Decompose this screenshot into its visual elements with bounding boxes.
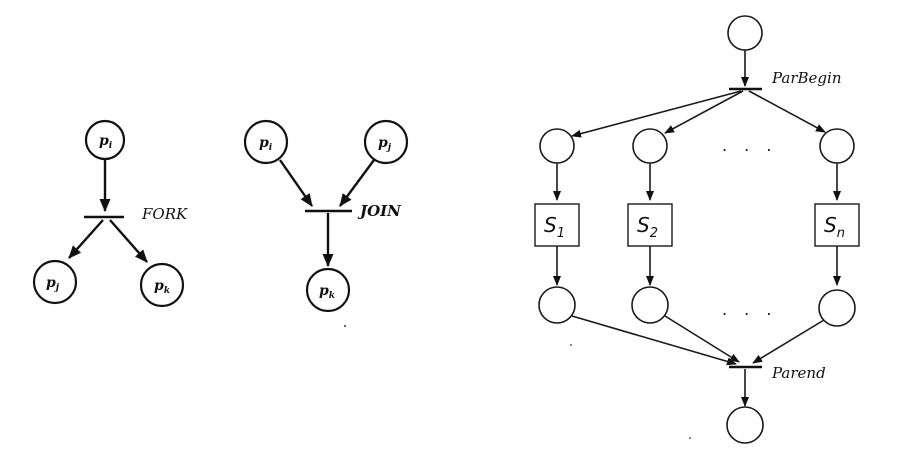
par-place-1b bbox=[538, 286, 576, 324]
parbegin-arc-2 bbox=[664, 90, 744, 134]
parend-arc-n bbox=[752, 319, 825, 364]
fork-diagram: pi pj pk FORK bbox=[32, 119, 188, 308]
statement-sub-n: n bbox=[837, 226, 845, 241]
par-bottom-place bbox=[726, 406, 764, 444]
join-left-base: p bbox=[259, 135, 269, 151]
fork-output-arc-left bbox=[68, 219, 104, 259]
join-target-label: pk bbox=[319, 283, 335, 301]
fork-left-place bbox=[32, 259, 78, 305]
parbegin-arc-1 bbox=[571, 90, 742, 138]
par-place-2b bbox=[631, 286, 669, 324]
parend-label: Parend bbox=[771, 364, 826, 382]
fork-output-arc-right bbox=[109, 219, 148, 263]
join-target-base: p bbox=[319, 283, 329, 299]
fork-right-place bbox=[139, 262, 185, 308]
parbegin-parend-diagram: ParBegin S1 S2 Sn . . . . . . bbox=[534, 15, 860, 444]
par-place-1a bbox=[539, 128, 575, 164]
parbegin-label: ParBegin bbox=[771, 69, 842, 87]
join-input-arc-left bbox=[279, 159, 313, 207]
join-left-sub: i bbox=[269, 143, 273, 153]
speck bbox=[570, 344, 572, 346]
fork-label: FORK bbox=[141, 205, 188, 223]
speck bbox=[344, 325, 346, 327]
fork-source-base: p bbox=[99, 133, 109, 149]
join-right-base: p bbox=[378, 135, 388, 151]
parend-arc-2 bbox=[664, 315, 740, 363]
join-label: JOIN bbox=[357, 202, 402, 220]
fork-source-sub: i bbox=[109, 141, 113, 151]
statement-box-n bbox=[814, 203, 860, 247]
join-target-sub: k bbox=[329, 291, 335, 301]
par-top-place bbox=[727, 15, 763, 51]
statement-box-2 bbox=[627, 203, 673, 247]
fork-left-base: p bbox=[46, 275, 56, 291]
parbegin-arc-n bbox=[748, 90, 826, 133]
join-left-label: pi bbox=[259, 135, 273, 153]
statement-label-1: S1 bbox=[544, 213, 565, 241]
join-left-place bbox=[243, 119, 289, 165]
join-target-place bbox=[305, 267, 351, 313]
par-place-nb bbox=[818, 289, 856, 327]
statement-base-n: S bbox=[824, 213, 837, 237]
fork-right-label: pk bbox=[154, 278, 170, 296]
par-place-na bbox=[819, 128, 855, 164]
fork-left-label: pj bbox=[46, 275, 60, 293]
par-place-2a bbox=[632, 128, 668, 164]
statement-sub-2: 2 bbox=[650, 226, 658, 241]
fork-source-place bbox=[84, 119, 126, 161]
speck bbox=[689, 437, 691, 439]
join-diagram: pi pj pk JOIN bbox=[243, 119, 409, 327]
fork-left-sub: j bbox=[54, 283, 60, 293]
fork-source-label: pi bbox=[99, 133, 113, 151]
statement-label-2: S2 bbox=[637, 213, 658, 241]
join-input-arc-right bbox=[339, 159, 375, 207]
statement-label-n: Sn bbox=[824, 213, 845, 241]
join-right-label: pj bbox=[378, 135, 392, 153]
parend-arc-1 bbox=[571, 315, 737, 366]
ellipsis-top: . . . bbox=[722, 136, 777, 155]
statement-box-1 bbox=[534, 203, 580, 247]
join-right-place bbox=[363, 119, 409, 165]
statement-sub-1: 1 bbox=[557, 226, 565, 241]
ellipsis-bottom: . . . bbox=[722, 300, 777, 319]
statement-base-2: S bbox=[637, 213, 650, 237]
fork-right-sub: k bbox=[164, 286, 170, 296]
statement-base-1: S bbox=[544, 213, 557, 237]
join-right-sub: j bbox=[386, 143, 392, 153]
fork-right-base: p bbox=[154, 278, 164, 294]
